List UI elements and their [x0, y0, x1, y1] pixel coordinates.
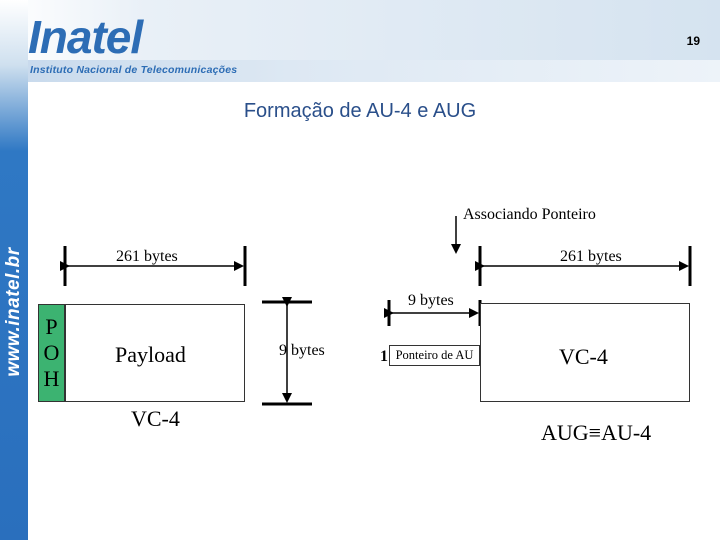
pointer-box: Ponteiro de AU: [389, 345, 480, 366]
aug-caption: AUG≡AU-4: [541, 420, 652, 445]
poh-letter-h: H: [43, 366, 60, 391]
poh-letter-o: O: [43, 340, 60, 365]
left-width-dimension: [60, 246, 247, 286]
inatel-logo: Inatel: [28, 11, 143, 63]
left-sidebar-band: [0, 0, 28, 540]
page-number: 19: [686, 34, 700, 48]
slide-title: Formação de AU-4 e AUG: [243, 100, 477, 122]
right-vc4-label: VC-4: [559, 344, 608, 369]
left-vc4-caption: VC-4: [131, 406, 180, 431]
payload-box: [65, 304, 245, 402]
poh-letter-p: P: [45, 314, 58, 339]
associating-pointer-label: Associando Ponteiro: [463, 206, 596, 223]
payload-label: Payload: [115, 342, 186, 367]
left-height-dimension: [262, 297, 312, 406]
header-strip: [0, 60, 720, 82]
left-height-label: 9 bytes: [279, 342, 325, 359]
left-width-label: 261 bytes: [116, 248, 178, 265]
poh-column: P O H: [38, 304, 65, 402]
pointer-height-label: 9 bytes: [408, 292, 454, 309]
institute-subtitle: Instituto Nacional de Telecomunicações: [30, 64, 238, 76]
right-width-dimension: [475, 246, 692, 286]
right-vc4-box: VC-4: [480, 303, 690, 402]
pointer-row-number: 1: [380, 348, 388, 365]
pointer-label: Ponteiro de AU: [395, 348, 474, 362]
right-width-label: 261 bytes: [560, 248, 622, 265]
